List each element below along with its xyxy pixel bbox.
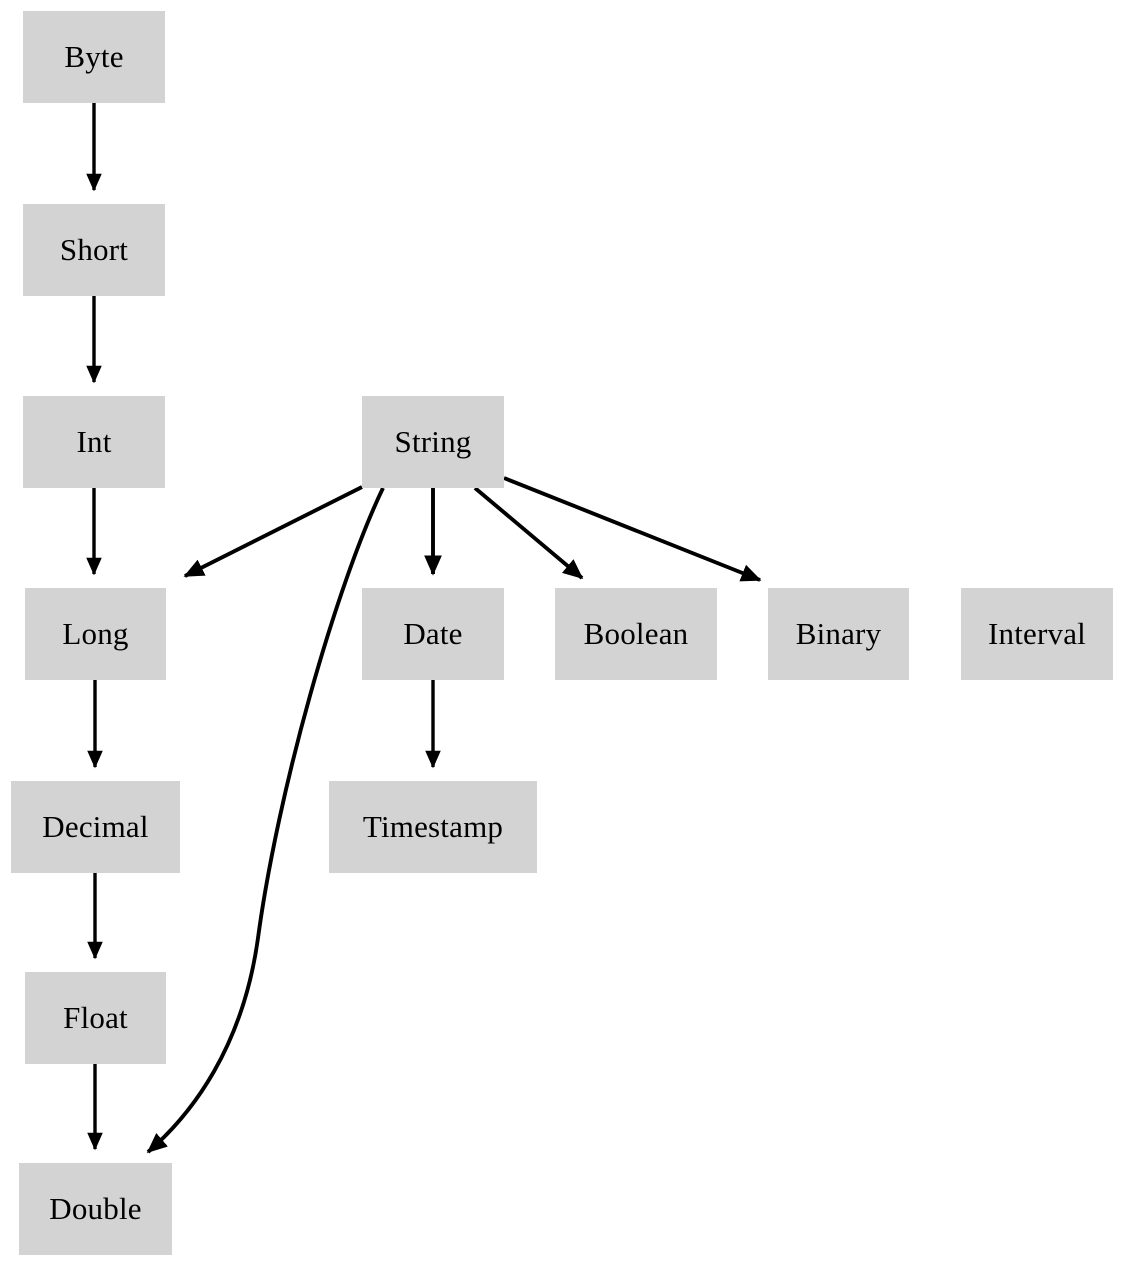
node-string[interactable]: String xyxy=(362,396,504,488)
node-decimal[interactable]: Decimal xyxy=(11,781,180,873)
node-label-float: Float xyxy=(63,999,128,1035)
node-boolean[interactable]: Boolean xyxy=(555,588,717,680)
node-label-int: Int xyxy=(76,423,112,459)
node-long[interactable]: Long xyxy=(25,588,166,680)
node-label-boolean: Boolean xyxy=(583,615,689,651)
node-double[interactable]: Double xyxy=(19,1163,172,1255)
node-label-byte: Byte xyxy=(64,38,124,74)
node-interval[interactable]: Interval xyxy=(961,588,1113,680)
node-label-interval: Interval xyxy=(988,615,1086,651)
node-label-long: Long xyxy=(62,615,129,651)
node-timestamp[interactable]: Timestamp xyxy=(329,781,537,873)
node-label-decimal: Decimal xyxy=(42,808,149,844)
node-byte[interactable]: Byte xyxy=(23,11,165,103)
node-date[interactable]: Date xyxy=(362,588,504,680)
edge-string-boolean xyxy=(473,486,584,580)
node-label-date: Date xyxy=(403,615,463,651)
node-label-timestamp: Timestamp xyxy=(362,808,504,844)
node-binary[interactable]: Binary xyxy=(768,588,909,680)
edge-string-long xyxy=(183,485,363,578)
node-label-string: String xyxy=(394,423,472,459)
node-label-binary: Binary xyxy=(795,615,882,651)
node-short[interactable]: Short xyxy=(23,204,165,296)
node-int[interactable]: Int xyxy=(23,396,165,488)
node-float[interactable]: Float xyxy=(25,972,166,1064)
edge-string-binary xyxy=(503,476,762,582)
node-label-short: Short xyxy=(59,231,129,267)
node-label-double: Double xyxy=(49,1190,142,1226)
